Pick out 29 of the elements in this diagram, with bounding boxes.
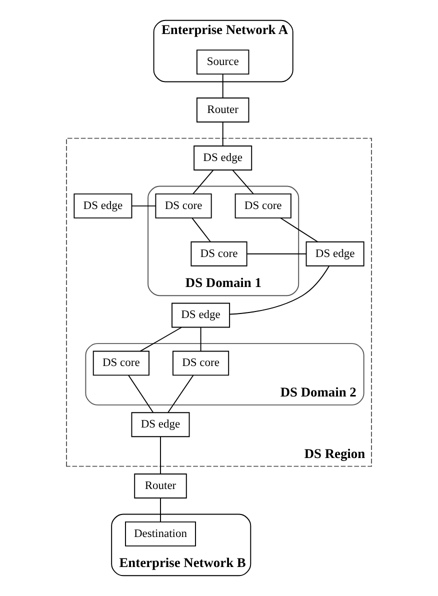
node-box: Router	[134, 474, 187, 498]
connector	[168, 374, 194, 413]
connector	[160, 436, 161, 474]
connector	[128, 374, 154, 413]
node-box: DS edge	[131, 412, 190, 438]
connector	[200, 326, 202, 352]
connector	[131, 205, 156, 206]
connector	[229, 266, 330, 315]
node-box: DS edge	[194, 146, 252, 170]
node-box: DS core	[155, 193, 212, 218]
connector	[280, 218, 318, 242]
connector	[140, 326, 182, 352]
connector	[192, 218, 211, 242]
node-box: DS core	[190, 241, 248, 266]
node-box: DS edge	[172, 302, 230, 328]
node-box: DS edge	[306, 241, 364, 266]
node-box: DS core	[92, 350, 150, 376]
node-box: DS edge	[74, 193, 132, 218]
node-box: DS core	[172, 350, 230, 376]
connector	[160, 498, 161, 522]
node-box: Destination	[125, 521, 196, 546]
connector	[222, 122, 224, 146]
node-box: Source	[196, 50, 250, 75]
connector	[232, 170, 254, 194]
node-box: DS core	[234, 193, 292, 218]
connector	[246, 253, 307, 254]
node-box: Router	[196, 98, 250, 122]
connector	[192, 170, 214, 194]
connector	[222, 74, 224, 98]
